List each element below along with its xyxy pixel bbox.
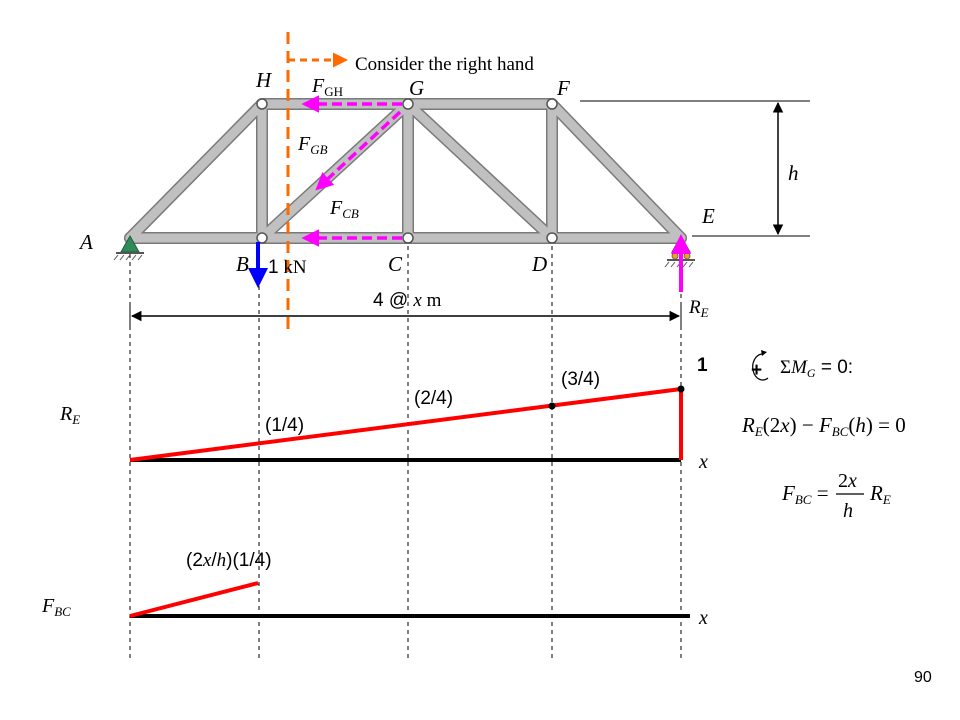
il-re-axis-label: x (698, 451, 708, 473)
page-number: 90 (914, 669, 932, 686)
height-label: h (788, 161, 799, 185)
moment-sign-arc-icon (752, 353, 769, 381)
joint-f (546, 98, 558, 110)
joint-b (256, 232, 268, 244)
il-re-sloped-line (129, 387, 682, 462)
svg-text:h: h (843, 500, 853, 522)
span-dimension: 4 @ x m (129, 290, 682, 326)
label-joint-g: G (409, 76, 424, 100)
il-fbc-axis-label: x (698, 607, 708, 629)
influence-line-re: RE (1/4) (2/4) (3/4) 1 x (59, 355, 708, 473)
joint-d (546, 232, 558, 244)
guide-lines (129, 238, 682, 662)
label-force-cb: FCB (329, 197, 359, 221)
force-arrow-gb (315, 110, 402, 191)
joint-c (402, 232, 414, 244)
truss (124, 98, 687, 244)
svg-text:2x: 2x (838, 470, 857, 492)
il-re-value-2-4: (2/4) (414, 388, 453, 409)
label-joint-e: E (701, 204, 715, 228)
member-ah (125, 99, 267, 243)
moment-equation: + ΣMG = 0: (751, 350, 853, 381)
reaction-label: RE (688, 297, 709, 320)
height-dimension: h (580, 100, 810, 237)
label-joint-h: H (255, 68, 273, 92)
joint-h (256, 98, 268, 110)
label-joint-b: B (236, 252, 249, 276)
member-gd (403, 99, 557, 243)
joint-g (402, 98, 414, 110)
label-joint-d: D (531, 252, 547, 276)
note-consider-right-hand: Consider the right hand (355, 54, 534, 75)
moment-sum-label: ΣMG = 0: (780, 357, 853, 380)
il-fbc-peak-value: (2x/h)(1/4) (186, 550, 272, 571)
unit-load-label: 1 kN (268, 257, 307, 278)
label-joint-f: F (556, 76, 570, 100)
il-fbc-label: FBC (41, 595, 71, 619)
il-re-point-e (677, 385, 685, 393)
il-fbc-sloped-line (129, 581, 259, 618)
svg-text:FBC =: FBC = (781, 481, 829, 507)
il-re-label: RE (59, 403, 80, 427)
label-joint-c: C (388, 252, 403, 276)
label-force-gb: FGB (297, 133, 328, 157)
equation-fbc-solution: FBC = 2x h RE (781, 470, 891, 522)
equation-equilibrium: RE(2x) − FBC(h) = 0 (741, 413, 906, 439)
moment-sign: + (751, 360, 762, 381)
span-label: 4 @ x m (373, 290, 442, 311)
il-re-value-1-4: (1/4) (265, 415, 304, 436)
label-force-gh: FGH (311, 75, 343, 99)
label-joint-a: A (78, 230, 93, 254)
il-re-value-3-4: (3/4) (561, 369, 600, 390)
il-re-value-max: 1 (697, 355, 708, 376)
influence-line-fbc: FBC (2x/h)(1/4) x (41, 550, 708, 629)
member-fe (547, 99, 686, 243)
il-re-point-d (548, 402, 556, 410)
svg-text:RE: RE (869, 481, 891, 507)
pin-support-a (113, 234, 144, 261)
